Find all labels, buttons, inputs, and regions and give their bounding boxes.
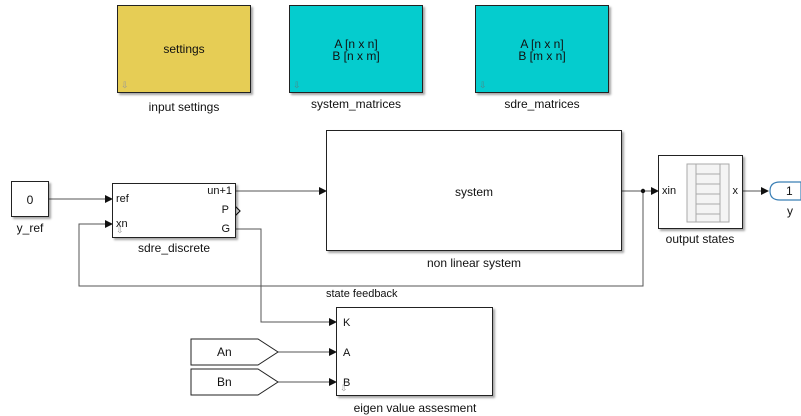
system-block-label: system: [454, 185, 493, 199]
yref-caption: y_ref: [16, 221, 44, 235]
sdre-matrices-line2: B [m x n]: [518, 49, 566, 63]
branch-point: [640, 188, 646, 194]
settings-block[interactable]: settings ⇩: [117, 5, 251, 93]
output-states-icon: [686, 163, 730, 223]
port-x: x: [732, 185, 739, 197]
port-K: K: [343, 317, 351, 329]
sdre-matrices-line1: A [n x n]: [520, 37, 564, 51]
state-feedback-label: state feedback: [326, 288, 398, 300]
outport-y-caption: y: [787, 204, 793, 218]
outport-y-value: 1: [786, 184, 793, 198]
eigen-assessment-block[interactable]: K A B ⇩: [336, 307, 493, 396]
output-states-block[interactable]: xin x: [658, 155, 743, 229]
port-A: A: [343, 347, 351, 359]
wire-G-to-K: [236, 228, 337, 326]
subsystem-icon: ⇩: [116, 225, 124, 235]
settings-caption: input settings: [148, 100, 220, 114]
from-block-Bn-shape: [190, 368, 279, 396]
port-P-chevron: [234, 205, 241, 217]
sdre-discrete-block[interactable]: ref xn un+1 P G ⇩: [112, 183, 236, 238]
port-P: P: [221, 204, 229, 216]
system-matrices-block[interactable]: A [n x n] B [n x m] ⇩: [289, 5, 423, 93]
port-un1: un+1: [207, 185, 232, 197]
system-caption: non linear system: [426, 256, 522, 270]
eigen-caption: eigen value assesment: [353, 401, 477, 415]
sdre-discrete-caption: sdre_discrete: [137, 241, 211, 255]
subsystem-icon: ⇩: [479, 80, 487, 90]
port-xin: xin: [662, 185, 677, 197]
sdre-matrices-block[interactable]: A [n x n] B [m x n] ⇩: [475, 5, 609, 93]
output-states-caption: output states: [665, 232, 735, 246]
from-block-An-shape: [190, 338, 279, 366]
subsystem-icon: ⇩: [340, 383, 348, 393]
subsystem-icon: ⇩: [121, 80, 129, 90]
port-B: B: [343, 377, 351, 389]
settings-block-label: settings: [163, 42, 205, 56]
yref-value: 0: [26, 193, 34, 207]
system-matrices-line1: A [n x n]: [334, 37, 378, 51]
from-An-label[interactable]: An: [217, 345, 232, 359]
port-G: G: [221, 223, 230, 235]
wire-state-feedback: [78, 191, 644, 287]
system-matrices-line2: B [n x m]: [332, 49, 380, 63]
port-xn: xn: [116, 218, 128, 230]
system-matrices-caption: system_matrices: [310, 97, 402, 111]
subsystem-icon: ⇩: [293, 80, 301, 90]
system-block[interactable]: system: [326, 130, 622, 251]
yref-constant-block[interactable]: 0: [11, 181, 49, 217]
sdre-matrices-caption: sdre_matrices: [504, 97, 580, 111]
port-ref: ref: [116, 193, 129, 205]
outport-y-shape: [769, 181, 801, 201]
from-Bn-label[interactable]: Bn: [217, 375, 232, 389]
